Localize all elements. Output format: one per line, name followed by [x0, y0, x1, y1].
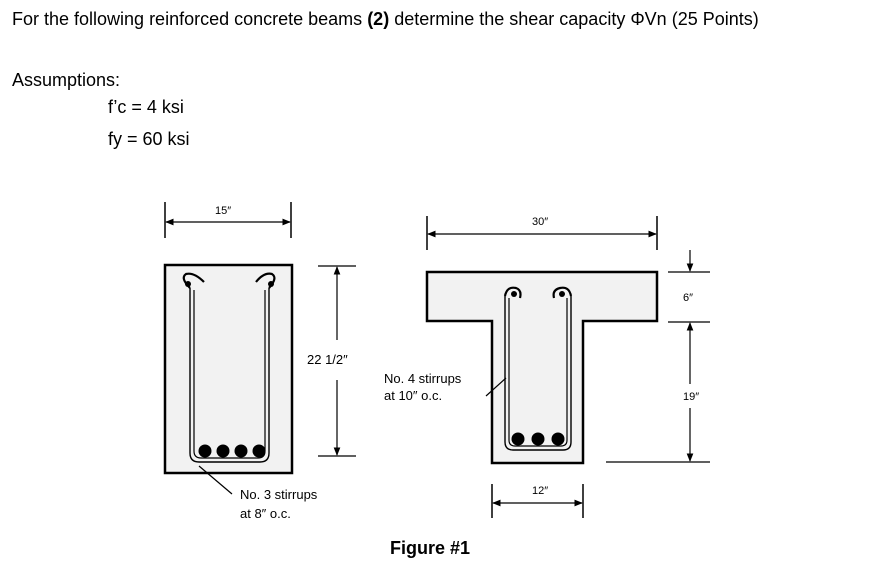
- beam1-concrete-outline: [163, 263, 294, 475]
- beam1-depth-label: 22 1/2″: [307, 352, 348, 367]
- problem-title: For the following reinforced concrete be…: [12, 9, 759, 30]
- beam2-flange-thickness-label: 6″: [683, 292, 693, 304]
- beam1-stirrup-leader: [198, 465, 233, 495]
- beam1-stirrup-note-1: No. 3 stirrups: [240, 487, 318, 502]
- title-suffix: determine the shear capacity ΦVn (25 Poi…: [389, 9, 759, 29]
- beam1-bottom-bar-1: [198, 444, 212, 458]
- beam1-bottom-bar-4: [252, 444, 266, 458]
- beam2-stirrup-outer: [504, 296, 572, 451]
- assumption-fc: f’c = 4 ksi: [108, 97, 184, 117]
- beam2-hook-right: [552, 286, 573, 299]
- beam2-concrete-outline: [425, 270, 659, 465]
- beam2-bottom-bar-3: [551, 432, 565, 446]
- beam1-top-bar-right: [268, 281, 274, 287]
- beam2-web-depth-label: 19″: [683, 391, 699, 403]
- beam2-stirrup-inner: [508, 298, 568, 447]
- beam2-top-bar-right: [559, 291, 565, 297]
- beam2-section: 30″ 12″ 6″ 19″ No. 4 stirrups at 10″ o.: [384, 216, 710, 518]
- beam1-stirrup-outer: [189, 288, 270, 463]
- beam2-flange-width-label: 30″: [532, 216, 548, 228]
- beam2-web-width-label: 12″: [532, 485, 548, 497]
- beam1-section: 15″ 22 1/2″ No. 3 stirrups at 8″ o.c.: [163, 202, 356, 521]
- beam1-top-bar-left: [185, 281, 191, 287]
- assumptions-heading: Assumptions:: [12, 70, 121, 90]
- title-prefix: For the following reinforced concrete be…: [12, 9, 368, 29]
- beam2-bottom-bar-1: [511, 432, 525, 446]
- beam2-stirrup-leader: [485, 377, 507, 397]
- beam1-bottom-bar-3: [234, 444, 248, 458]
- figure-caption: Figure #1: [390, 538, 471, 558]
- assumption-fy: fy = 60 ksi: [108, 129, 190, 149]
- beam2-stirrup-note-2: at 10″ o.c.: [384, 388, 442, 403]
- beam2-stirrup-note-1: No. 4 stirrups: [384, 371, 462, 386]
- beam1-bottom-bar-2: [216, 444, 230, 458]
- beam2-hook-left: [503, 286, 522, 299]
- beam1-stirrup-note-2: at 8″ o.c.: [240, 506, 291, 521]
- beam2-bottom-bar-2: [531, 432, 545, 446]
- beam2-top-bar-left: [511, 291, 517, 297]
- title-bold-count: (2): [367, 9, 390, 29]
- beam1-width-label: 15″: [215, 205, 231, 217]
